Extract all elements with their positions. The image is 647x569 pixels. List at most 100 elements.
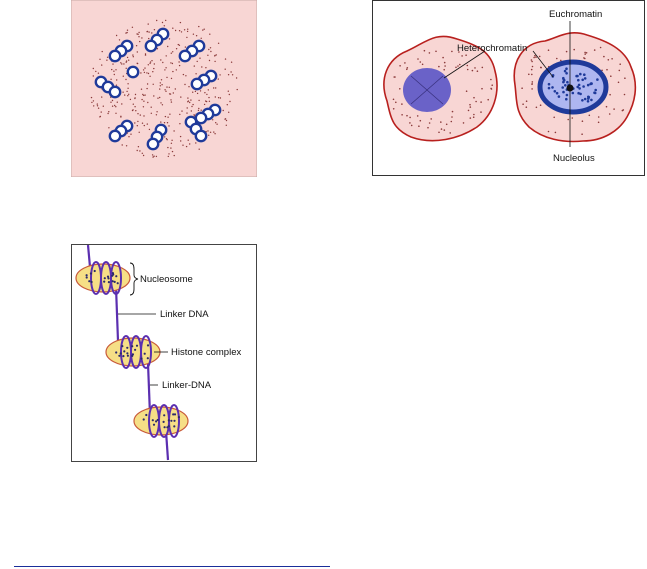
cytoplasm-speck	[409, 116, 411, 119]
chromosome-ring	[178, 49, 192, 63]
cytoplasm-speck	[487, 98, 489, 101]
nucleoplasm-speck	[144, 94, 146, 96]
nucleoplasm-speck	[224, 58, 227, 60]
nucleoplasm-speck	[150, 112, 152, 115]
nucleoplasm-speck	[165, 55, 167, 57]
nucleoplasm-speck	[108, 111, 110, 113]
euchromatin-speck	[594, 88, 597, 92]
nucleoplasm-speck	[217, 97, 220, 99]
cytoplasm-speck	[539, 104, 542, 106]
nucleoplasm-speck	[126, 90, 128, 93]
histone-speck	[112, 273, 115, 276]
cytoplasm-speck	[521, 87, 523, 89]
cytoplasm-speck	[618, 69, 621, 72]
nucleoplasm-speck	[121, 144, 123, 146]
nucleoplasm-speck	[138, 31, 140, 34]
nucleoplasm-speck	[206, 93, 208, 96]
nucleoplasm-speck	[186, 112, 188, 114]
nucleoplasm-speck	[193, 65, 195, 67]
histone-speck	[172, 413, 175, 416]
linker-dna-label: Linker DNA	[160, 309, 209, 320]
nucleoplasm-speck	[137, 146, 140, 148]
nucleoplasm-speck	[142, 106, 145, 108]
nucleoplasm-speck	[172, 51, 174, 53]
histone-speck	[103, 280, 106, 283]
cytoplasm-speck	[428, 52, 431, 54]
nucleoplasm-speck	[92, 75, 94, 77]
cytoplasm-speck	[473, 96, 475, 99]
nucleoplasm-speck	[170, 142, 173, 144]
euchromatin-speck	[577, 78, 580, 82]
euchromatin-speck	[562, 90, 565, 94]
nucleoplasm-speck	[137, 120, 139, 123]
nucleoplasm-speck	[111, 99, 114, 102]
cytoplasm-speck	[469, 106, 472, 108]
nucleoplasm-speck	[192, 103, 194, 106]
dna-strand	[86, 245, 92, 268]
nucleoplasm-speck	[135, 45, 138, 47]
euchromatin-speck	[590, 82, 593, 85]
nucleoplasm-speck	[136, 149, 138, 152]
nucleoplasm-speck	[170, 77, 173, 80]
nucleoplasm-speck	[127, 95, 129, 97]
nucleoplasm-speck	[208, 96, 210, 99]
heterochromatin-pointer	[443, 50, 486, 79]
nucleoplasm-speck	[227, 74, 230, 76]
cytoplasm-speck	[605, 105, 608, 108]
nucleoplasm-speck	[181, 110, 183, 112]
cytoplasm-speck	[535, 106, 538, 109]
nucleoplasm-speck	[193, 114, 195, 116]
nucleoplasm-speck	[185, 145, 188, 148]
histone-speck	[115, 275, 118, 278]
nucleoplasm-speck	[166, 122, 169, 124]
cytoplasm-speck	[623, 93, 626, 96]
cytoplasm-speck	[442, 56, 444, 59]
nucleus-background	[71, 0, 257, 177]
cytoplasm-speck	[547, 49, 550, 51]
nucleoplasm-speck	[170, 62, 172, 64]
cytoplasm-speck	[533, 56, 535, 59]
nucleoplasm-speck	[203, 28, 205, 30]
heterochromatin-label: Heterochromatin	[457, 43, 527, 54]
nucleoplasm-speck	[225, 119, 228, 122]
nucleoplasm-speck	[215, 122, 217, 124]
nucleoplasm-speck	[198, 107, 200, 110]
euchromatin-speck	[587, 97, 590, 100]
nucleoplasm-speck	[166, 76, 168, 79]
nucleoplasm-speck	[147, 72, 150, 75]
nucleoplasm-speck	[224, 68, 226, 70]
cytoplasm-speck	[490, 88, 493, 90]
cytoplasm-speck	[465, 54, 467, 56]
nucleoplasm-speck	[121, 103, 123, 105]
cytoplasm-speck	[466, 68, 469, 71]
euchromatin-speck	[578, 87, 581, 90]
nucleoplasm-speck	[111, 105, 114, 107]
cytoplasm-speck	[473, 113, 475, 116]
nucleoplasm-speck	[165, 67, 167, 69]
cytoplasm-speck	[401, 103, 403, 105]
nucleoplasm-speck	[230, 71, 232, 73]
nucleosome-bracket	[129, 262, 139, 296]
euchromatin-speck	[562, 78, 566, 82]
nucleoplasm-speck	[160, 102, 162, 104]
cytoplasm-speck	[597, 116, 600, 118]
nucleoplasm-speck	[188, 86, 190, 88]
nucleoplasm-speck	[169, 113, 171, 115]
cytoplasm-speck	[583, 57, 585, 59]
histone-speck	[142, 418, 145, 421]
cytoplasm-speck	[599, 46, 602, 49]
nucleoplasm-speck	[125, 67, 127, 70]
nucleoplasm-speck	[128, 93, 130, 96]
cytoplasm-speck	[581, 133, 583, 135]
histone-speck	[151, 419, 154, 422]
euchromatin-speck	[576, 74, 579, 78]
nucleoplasm-speck	[160, 121, 162, 123]
histone-speck	[90, 280, 93, 284]
cytoplasm-speck	[593, 49, 596, 51]
nucleoplasm-speck	[190, 99, 192, 101]
histone-speck	[85, 276, 88, 279]
nucleoplasm-speck	[177, 43, 179, 46]
nucleoplasm-speck	[171, 62, 174, 65]
nucleoplasm-speck	[203, 103, 206, 106]
nucleoplasm-speck	[134, 93, 137, 96]
